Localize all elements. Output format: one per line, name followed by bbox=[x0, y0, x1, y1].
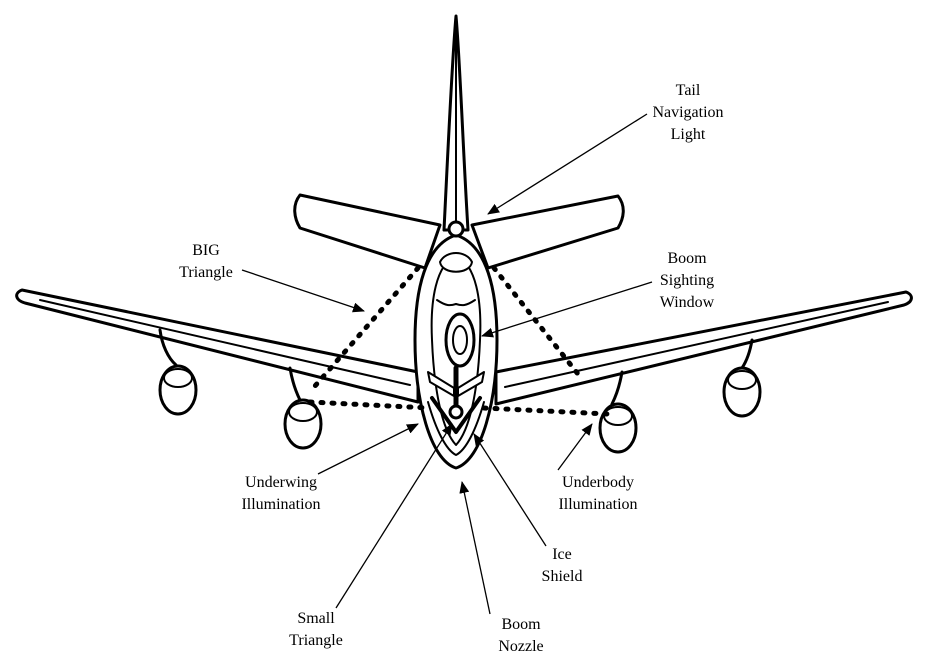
fuselage-tail-cone bbox=[439, 252, 473, 273]
label-line: Illumination bbox=[241, 496, 321, 513]
right-wing-edge-line bbox=[504, 301, 889, 388]
big-triangle-leader bbox=[241, 269, 365, 313]
tail-navigation-light-lamp bbox=[447, 220, 465, 238]
big-triangle-label: BIG Triangle bbox=[179, 240, 233, 284]
label-line: Light bbox=[670, 126, 706, 143]
fuselage-ridge-right bbox=[455, 299, 476, 307]
label-line: Boom bbox=[501, 616, 541, 633]
left-outer-pylon bbox=[158, 328, 178, 367]
left-inner-pylon bbox=[288, 366, 302, 402]
label-line: Underbody bbox=[562, 474, 634, 491]
left-wing-edge-line bbox=[39, 299, 411, 386]
underbody-illumination-label: Underbody Illumination bbox=[558, 472, 637, 516]
underwing-illumination-left-dots bbox=[307, 399, 433, 411]
big-triangle-left-edge bbox=[312, 265, 421, 389]
label-line: Underwing bbox=[245, 474, 317, 491]
boom-sighting-window-leader bbox=[481, 281, 653, 338]
boom-sighting-window-pane bbox=[452, 325, 468, 355]
label-line: Navigation bbox=[652, 104, 724, 121]
fuselage-lower-contour bbox=[427, 401, 485, 456]
right-outer-pylon bbox=[740, 338, 754, 370]
boom-left-ruddevator bbox=[427, 371, 455, 397]
right-inner-pylon bbox=[610, 370, 624, 406]
label-line: Boom bbox=[667, 250, 707, 267]
label-line: Window bbox=[659, 294, 715, 311]
small-triangle-label: Small Triangle bbox=[289, 608, 343, 652]
right-outer-engine-intake bbox=[727, 370, 757, 390]
label-line: Triangle bbox=[289, 632, 343, 649]
label-line: Sighting bbox=[659, 272, 715, 289]
label-line: Tail bbox=[675, 82, 701, 99]
label-line: BIG bbox=[192, 242, 220, 259]
right-horizontal-stabilizer bbox=[470, 194, 625, 270]
boom-right-ruddevator bbox=[457, 371, 485, 397]
left-outer-engine-intake bbox=[163, 368, 193, 388]
underwing-illumination-label: Underwing Illumination bbox=[241, 472, 320, 516]
boom-sighting-window-label: Boom Sighting Window bbox=[660, 248, 714, 314]
tail-light-leader bbox=[487, 113, 648, 215]
left-horizontal-stabilizer bbox=[293, 193, 442, 270]
ice-shield-leader bbox=[473, 433, 547, 547]
underbody-illumination-right-dots bbox=[481, 405, 611, 417]
big-triangle-right-edge bbox=[491, 265, 581, 377]
ice-shield-plate bbox=[430, 396, 482, 434]
label-line: Shield bbox=[541, 568, 583, 585]
fuselage-ridge-left bbox=[436, 299, 457, 307]
label-line: Nozzle bbox=[498, 638, 544, 655]
left-inner-engine-intake bbox=[288, 402, 318, 422]
label-line: Ice bbox=[552, 546, 572, 563]
label-line: Illumination bbox=[558, 496, 638, 513]
underwing-illumination-leader bbox=[317, 423, 419, 475]
left-wing bbox=[15, 288, 420, 404]
label-line: Triangle bbox=[179, 264, 233, 281]
boom-nozzle-tip bbox=[448, 404, 464, 420]
small-triangle-leader bbox=[335, 423, 453, 609]
underbody-illumination-leader bbox=[557, 423, 593, 471]
label-line: Small bbox=[297, 610, 335, 627]
boom-nozzle-leader bbox=[459, 481, 491, 615]
boom-nozzle-label: Boom Nozzle bbox=[498, 614, 543, 658]
ice-shield-label: Ice Shield bbox=[542, 544, 583, 588]
tail-navigation-light-label: Tail Navigation Light bbox=[652, 80, 723, 146]
